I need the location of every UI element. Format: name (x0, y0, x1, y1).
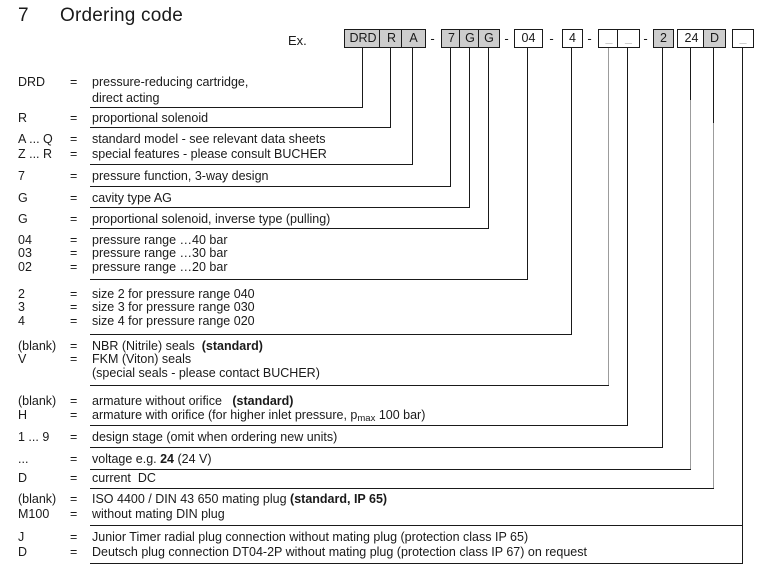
callout-underline-armature (90, 425, 628, 426)
callout-underline-current (90, 488, 714, 489)
example-label: Ex. (288, 33, 307, 48)
code-row-a-q: A ... Q=standard model - see relevant da… (18, 132, 326, 146)
callout-underline-voltage (90, 469, 691, 470)
dash-separator: - (643, 31, 648, 46)
connector-line-g2 (488, 48, 489, 229)
code-row-junior-timer: J=Junior Timer radial plug connection wi… (18, 530, 529, 544)
code-box-blank-plug: _ (732, 29, 754, 48)
code-box-blank-armature: _ (617, 29, 640, 48)
connector-line-7 (450, 48, 451, 187)
connector-line-plug (742, 48, 743, 564)
code-row-7: 7=pressure function, 3-way design (18, 169, 269, 183)
code-row-r: R=proportional solenoid (18, 111, 209, 125)
code-box-4: 4 (562, 29, 583, 48)
code-box-a: A (401, 29, 426, 48)
code-row-drd-line2: direct acting (92, 91, 160, 105)
callout-underline-drd (90, 107, 363, 108)
code-box-04: 04 (514, 29, 543, 48)
code-row-armature-blank: (blank)=armature without orifice (standa… (18, 394, 294, 408)
page-title: 7 Ordering code (18, 5, 183, 27)
code-box-d: D (703, 29, 726, 48)
code-row-size-3: 3=size 3 for pressure range 030 (18, 300, 255, 314)
code-row-size-2: 2=size 2 for pressure range 040 (18, 287, 255, 301)
dash-separator: - (549, 31, 554, 46)
code-row-seals-fkm: V=FKM (Viton) seals (18, 352, 192, 366)
connector-line-24 (690, 100, 691, 470)
code-box-2: 2 (653, 29, 674, 48)
connector-line-seals (608, 48, 609, 386)
callout-underline-04 (90, 279, 528, 280)
code-row-design-stage: 1 ... 9=design stage (omit when ordering… (18, 430, 338, 444)
code-row-seals-note: (special seals - please contact BUCHER) (92, 366, 320, 380)
code-row-02: 02=pressure range …20 bar (18, 260, 228, 274)
section-number: 7 (18, 5, 29, 26)
connector-line-04 (527, 48, 528, 280)
dash-separator: - (430, 31, 435, 46)
callout-underline-g2 (90, 228, 489, 229)
callout-underline-a (90, 164, 413, 165)
code-row-drd: DRD=pressure-reducing cartridge, (18, 75, 249, 89)
connector-line-armature (627, 48, 628, 426)
connector-line-g1 (469, 48, 470, 208)
dash-separator: - (587, 31, 592, 46)
code-box-drd: DRD (344, 29, 382, 48)
callout-underline-4 (90, 334, 572, 335)
callout-underline-mating-plug (90, 525, 743, 526)
connector-line-d (713, 123, 714, 489)
code-row-z-r: Z ... R=special features - please consul… (18, 147, 327, 161)
code-row-04: 04=pressure range …40 bar (18, 233, 228, 247)
code-row-voltage: ...=voltage e.g. 24 (24 V) (18, 452, 212, 466)
code-row-size-4: 4=size 4 for pressure range 020 (18, 314, 255, 328)
code-row-current: D=current DC (18, 471, 156, 485)
connector-line-drd (362, 48, 363, 108)
connector-line-2 (662, 48, 663, 448)
callout-underline-plug-connection (90, 563, 743, 564)
connector-line-d (713, 48, 714, 123)
code-row-g-solenoid: G=proportional solenoid, inverse type (p… (18, 212, 331, 226)
callout-underline-design-stage (90, 447, 663, 448)
code-box-g2: G (478, 29, 500, 48)
callout-underline-g1 (90, 207, 470, 208)
callout-underline-7 (90, 186, 451, 187)
code-row-deutsch: D=Deutsch plug connection DT04-2P withou… (18, 545, 587, 559)
code-row-armature-h: H=armature with orifice (for higher inle… (18, 408, 426, 425)
code-row-seals-nbr: (blank)=NBR (Nitrile) seals (standard) (18, 339, 263, 353)
callout-underline-r (90, 127, 391, 128)
connector-line-a (412, 48, 413, 165)
section-title: Ordering code (60, 5, 184, 26)
code-box-blank-seals: _ (598, 29, 620, 48)
dash-separator: - (504, 31, 509, 46)
code-row-m100: M100=without mating DIN plug (18, 507, 225, 521)
callout-underline-seals (90, 385, 609, 386)
code-row-03: 03=pressure range …30 bar (18, 246, 228, 260)
connector-line-24 (690, 48, 691, 100)
code-box-24: 24 (677, 29, 706, 48)
connector-line-4 (571, 48, 572, 335)
code-row-mating-plug-blank: (blank)=ISO 4400 / DIN 43 650 mating plu… (18, 492, 388, 506)
connector-line-r (390, 48, 391, 128)
code-row-g-cavity: G=cavity type AG (18, 191, 172, 205)
